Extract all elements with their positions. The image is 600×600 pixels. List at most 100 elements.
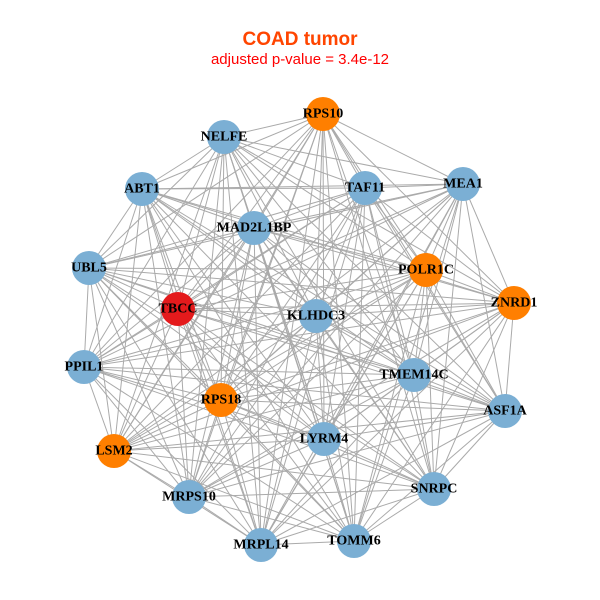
- edge-KLHDC3-PPIL1: [83, 315, 317, 368]
- edge-KLHDC3-RPS18: [220, 315, 317, 401]
- edge-TAF11-UBL5: [88, 187, 366, 269]
- edge-ABT1-MAD2L1BP: [141, 188, 255, 229]
- edge-ZNRD1-PPIL1: [83, 302, 515, 368]
- edge-MAD2L1BP-MRPS10: [188, 227, 255, 498]
- edge-TBCC-LSM2: [113, 308, 179, 452]
- edge-ABT1-TMEM14C: [141, 188, 415, 376]
- edge-ABT1-MRPL14: [141, 188, 262, 546]
- node-circle: [161, 292, 195, 326]
- node-label: KLHDC3: [287, 309, 345, 324]
- node-rps18: RPS18: [201, 383, 241, 417]
- edge-ABT1-MEA1: [141, 183, 464, 190]
- node-circle: [409, 253, 443, 287]
- node-ubl5: UBL5: [71, 251, 107, 285]
- edge-TAF11-ZNRD1: [364, 187, 515, 304]
- node-klhdc3: KLHDC3: [287, 299, 345, 333]
- edge-RPS10-MRPL14: [260, 113, 324, 546]
- edge-TMEM14C-LSM2: [113, 374, 415, 452]
- edge-MAD2L1BP-POLR1C: [253, 227, 427, 271]
- node-znrd1: ZNRD1: [491, 286, 537, 320]
- node-label: RPS10: [303, 107, 343, 122]
- node-label: NELFE: [201, 130, 248, 145]
- edge-MEA1-TBCC: [177, 183, 464, 310]
- figure-title: COAD tumor: [242, 29, 358, 50]
- edge-RPS10-ZNRD1: [322, 113, 515, 304]
- edge-TBCC-ASF1A: [177, 308, 506, 412]
- node-circle: [337, 524, 371, 558]
- edge-POLR1C-PPIL1: [83, 269, 427, 368]
- edge-MAD2L1BP-RPS18: [220, 227, 255, 401]
- node-abt1: ABT1: [124, 172, 160, 206]
- node-label: MRPL14: [233, 538, 288, 553]
- node-ppil1: PPIL1: [65, 350, 104, 384]
- node-circle: [299, 299, 333, 333]
- edge-ASF1A-SNRPC: [433, 410, 506, 490]
- edge-KLHDC3-MRPL14: [260, 315, 317, 546]
- edge-PPIL1-MRPL14: [83, 366, 262, 546]
- edge-MEA1-SNRPC: [433, 183, 464, 490]
- node-taf11: TAF11: [345, 171, 385, 205]
- edge-SNRPC-MRPL14: [260, 488, 435, 546]
- edge-TAF11-KLHDC3: [315, 187, 366, 317]
- edge-TBCC-PPIL1: [83, 308, 179, 368]
- edge-RPS10-TMEM14C: [322, 113, 415, 376]
- node-label: SNRPC: [411, 482, 458, 497]
- edge-RPS10-SNRPC: [322, 113, 435, 490]
- edge-NELFE-ASF1A: [223, 136, 506, 412]
- edge-TAF11-TOMM6: [353, 187, 366, 542]
- node-mad2l1bp: MAD2L1BP: [217, 211, 292, 245]
- node-circle: [125, 172, 159, 206]
- edge-ZNRD1-MRPL14: [260, 302, 515, 546]
- edge-TBCC-TMEM14C: [177, 308, 415, 376]
- node-label: ABT1: [124, 182, 160, 197]
- edge-MEA1-MRPS10: [188, 183, 464, 498]
- edge-KLHDC3-LYRM4: [315, 315, 325, 440]
- edge-SNRPC-MRPS10: [188, 488, 435, 498]
- node-label: PPIL1: [65, 360, 104, 375]
- node-label: TOMM6: [327, 534, 380, 549]
- edge-NELFE-UBL5: [88, 136, 225, 269]
- edge-LYRM4-SNRPC: [323, 438, 435, 490]
- edge-MRPS10-TOMM6: [188, 496, 355, 542]
- edge-PPIL1-LYRM4: [83, 366, 325, 440]
- edge-MEA1-UBL5: [88, 183, 464, 269]
- edge-ZNRD1-ASF1A: [504, 302, 515, 412]
- edge-ABT1-MRPS10: [141, 188, 190, 498]
- node-lsm2: LSM2: [95, 434, 133, 468]
- node-circle: [244, 528, 278, 562]
- edge-MEA1-LYRM4: [323, 183, 464, 440]
- edge-UBL5-MRPL14: [88, 267, 262, 546]
- edge-PPIL1-TMEM14C: [83, 366, 415, 376]
- edge-UBL5-POLR1C: [88, 267, 427, 271]
- edge-MAD2L1BP-LSM2: [113, 227, 255, 452]
- edge-NELFE-TBCC: [177, 136, 225, 310]
- node-label: TAF11: [345, 181, 385, 196]
- edge-UBL5-TMEM14C: [88, 267, 415, 376]
- edge-RPS18-LSM2: [113, 399, 222, 452]
- edge-TBCC-TOMM6: [177, 308, 355, 542]
- edge-LSM2-SNRPC: [113, 450, 435, 490]
- edge-MEA1-MRPL14: [260, 183, 464, 546]
- edge-POLR1C-TMEM14C: [413, 269, 427, 376]
- edge-ABT1-TBCC: [141, 188, 179, 310]
- node-polr1c: POLR1C: [398, 253, 454, 287]
- edge-UBL5-LSM2: [88, 267, 115, 452]
- edge-PPIL1-MRPS10: [83, 366, 190, 498]
- edge-UBL5-MRPS10: [88, 267, 190, 498]
- edge-LSM2-LYRM4: [113, 438, 325, 452]
- edge-TMEM14C-MRPL14: [260, 374, 415, 546]
- edge-NELFE-MEA1: [223, 136, 464, 185]
- edge-ASF1A-LYRM4: [323, 410, 506, 440]
- edge-ZNRD1-SNRPC: [433, 302, 515, 490]
- node-mrps10: MRPS10: [162, 480, 216, 514]
- node-circle: [237, 211, 271, 245]
- edge-ZNRD1-KLHDC3: [315, 302, 515, 317]
- edge-PPIL1-SNRPC: [83, 366, 435, 490]
- edge-RPS18-LYRM4: [220, 399, 325, 440]
- edge-POLR1C-KLHDC3: [315, 269, 427, 317]
- node-label: ASF1A: [483, 404, 527, 419]
- edge-RPS10-LYRM4: [322, 113, 325, 440]
- edge-TMEM14C-MRPS10: [188, 374, 415, 498]
- edge-TBCC-MRPS10: [177, 308, 190, 498]
